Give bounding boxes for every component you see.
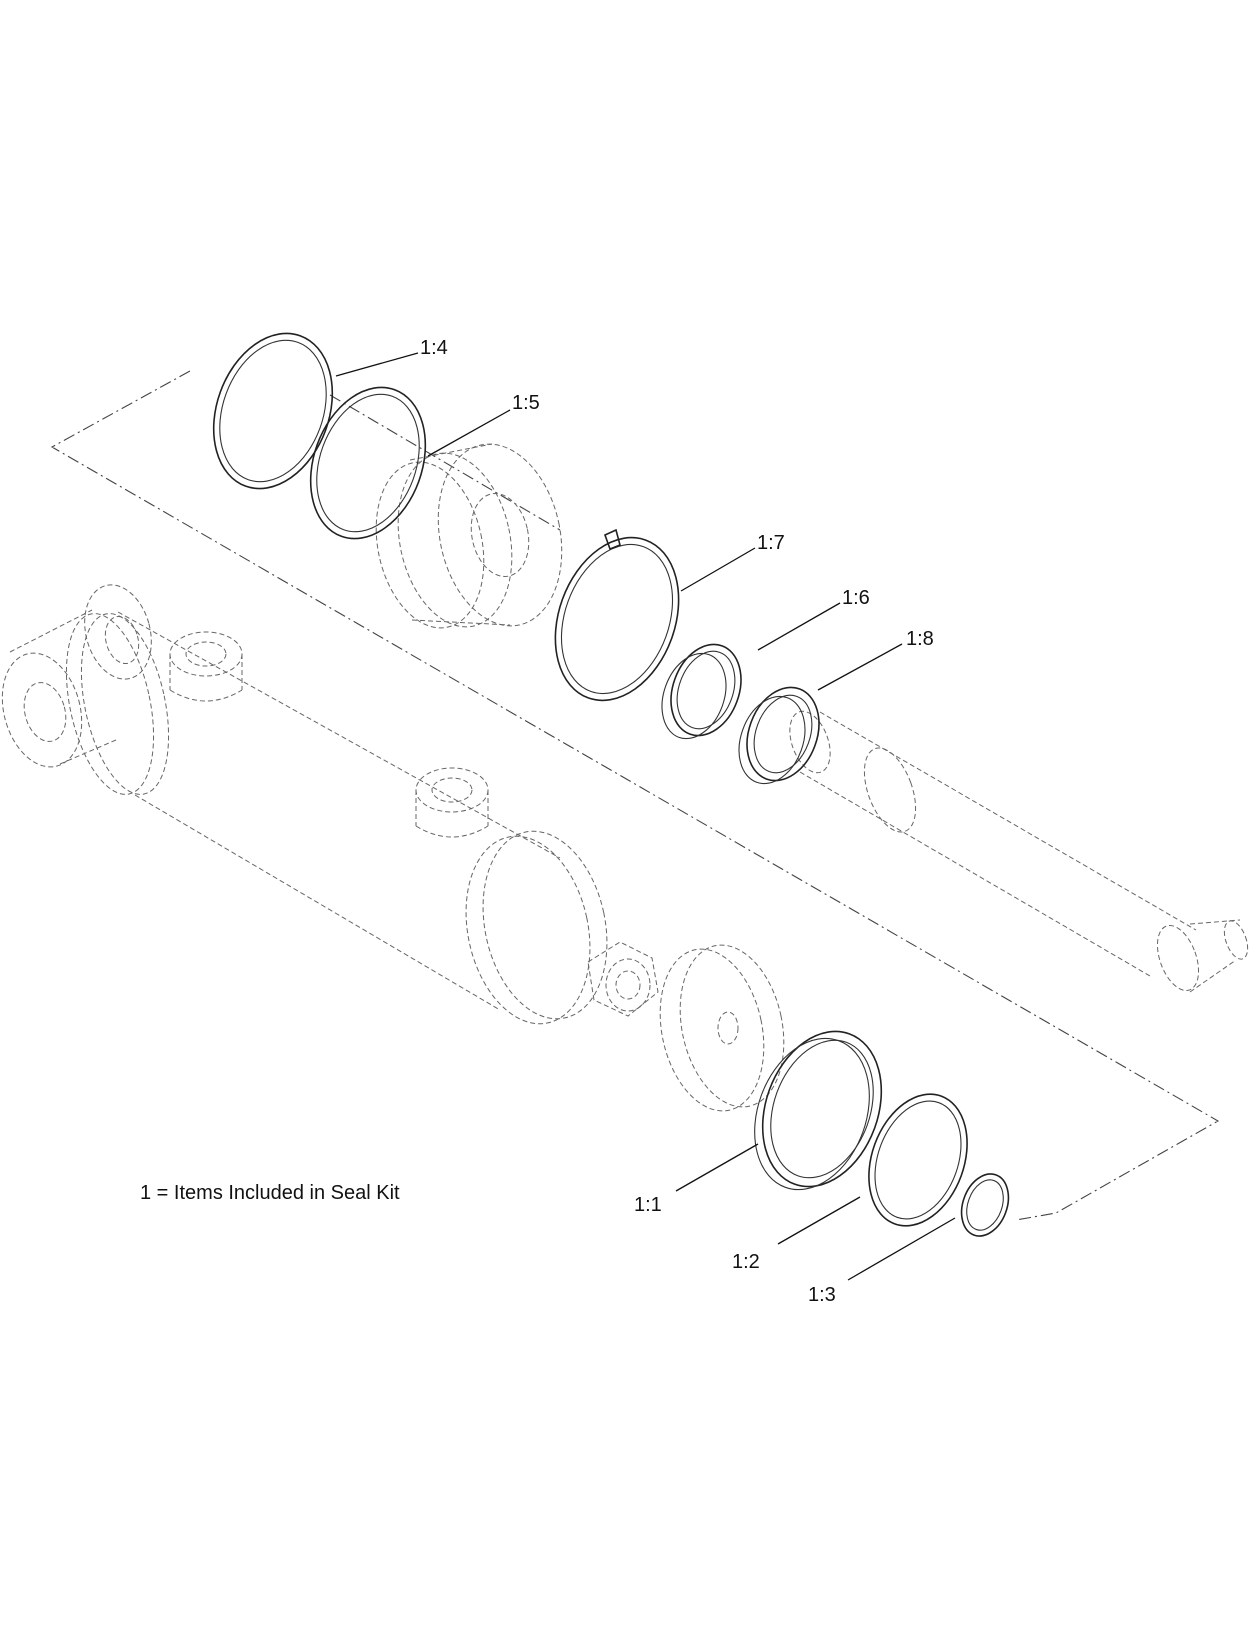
seal-kit-note: 1 = Items Included in Seal Kit xyxy=(140,1182,400,1204)
leader-1-2 xyxy=(777,1196,861,1245)
callout-1-2: 1:2 xyxy=(732,1251,760,1273)
seal-1-5-ring xyxy=(309,386,427,540)
seal-1-2-ring xyxy=(868,1093,968,1227)
leader-1-6 xyxy=(757,602,841,651)
callout-1-7: 1:7 xyxy=(757,532,785,554)
piston xyxy=(375,443,563,629)
leader-1-4 xyxy=(335,352,419,377)
seal-1-8-ring xyxy=(738,686,820,785)
gland-head xyxy=(659,944,785,1112)
callout-1-6: 1:6 xyxy=(842,587,870,609)
callout-1-1: 1:1 xyxy=(634,1194,662,1216)
port-lower xyxy=(415,767,489,838)
leader-1-3 xyxy=(847,1217,956,1281)
leader-1-1 xyxy=(675,1143,759,1192)
seal-1-3-ring xyxy=(960,1173,1010,1237)
seal-1-6-ring xyxy=(661,643,742,740)
seal-1-7-split-ring xyxy=(554,528,680,702)
callout-1-4: 1:4 xyxy=(420,337,448,359)
piston-nut xyxy=(587,941,659,1017)
callout-1-8: 1:8 xyxy=(906,628,934,650)
callout-1-5: 1:5 xyxy=(512,392,540,414)
piston-rod xyxy=(789,710,1249,993)
cylinder-barrel xyxy=(1,584,608,1025)
port-upper xyxy=(169,631,243,702)
leader-1-8 xyxy=(817,643,903,691)
ring-stack-axis xyxy=(329,394,561,531)
assembly-centerline xyxy=(50,370,1220,1221)
leader-1-7 xyxy=(680,547,756,592)
seal-1-1-ring xyxy=(754,1030,883,1191)
seal-1-4-ring xyxy=(212,332,334,490)
leader-1-5 xyxy=(427,409,511,457)
callout-1-3: 1:3 xyxy=(808,1284,836,1306)
